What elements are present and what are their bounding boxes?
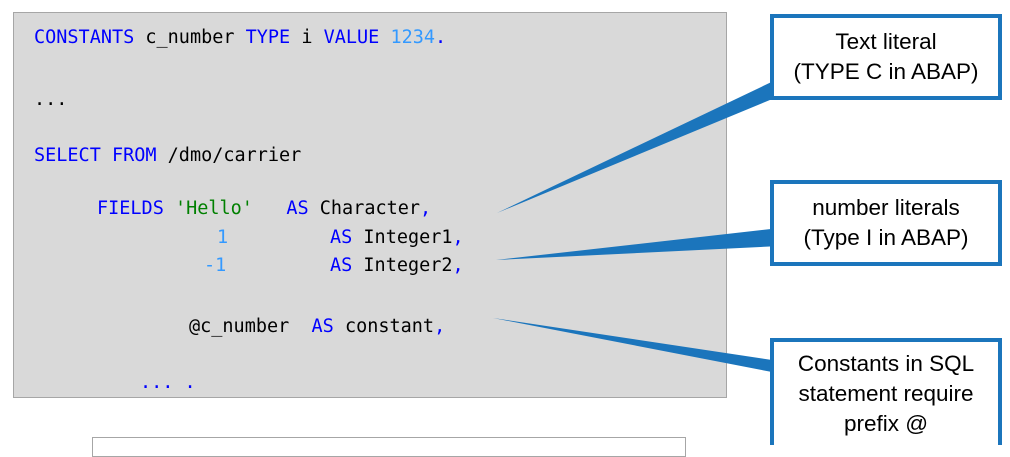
callout-text-literal-line1: Text literal xyxy=(835,29,937,54)
ellipsis: ... xyxy=(34,89,68,110)
code-line-ellipsis: ... xyxy=(34,89,67,111)
code-line-integer2-alias: AS Integer2, xyxy=(330,255,464,277)
code-line-fields: FIELDS 'Hello' AS Character, xyxy=(97,198,431,220)
keyword-as: AS xyxy=(330,255,353,276)
callout-text-literal-line2: (TYPE C in ABAP) xyxy=(793,59,979,84)
callout-constants-line2: statement require xyxy=(798,380,974,406)
comma: , xyxy=(434,316,446,337)
alias-integer1: Integer1 xyxy=(352,227,453,248)
callout-number-literals: number literals (Type I in ABAP) xyxy=(770,180,1002,266)
comma: , xyxy=(420,198,432,219)
callout-leader-lines xyxy=(493,77,782,372)
code-line-integer2: -1 xyxy=(204,255,226,277)
keyword-value: VALUE xyxy=(323,27,380,48)
lower-panel-edge xyxy=(92,437,686,457)
alias-constant: constant xyxy=(333,316,435,337)
identifier-c-number: c_number xyxy=(134,27,246,48)
keyword-from: FROM xyxy=(111,145,157,166)
number-literal-1: 1 xyxy=(217,227,229,248)
type-i: i xyxy=(290,27,324,48)
code-line-constants: CONSTANTS c_number TYPE i VALUE 1234. xyxy=(34,27,446,49)
leader-text-literal xyxy=(497,77,782,213)
callout-constants: Constants in SQL statement require prefi… xyxy=(770,338,1002,445)
callout-number-literals-line1: number literals xyxy=(812,195,960,220)
callout-text-literal: Text literal (TYPE C in ABAP) xyxy=(770,14,1002,100)
keyword-constants: CONSTANTS xyxy=(34,27,135,48)
leader-number-literals xyxy=(496,228,780,260)
keyword-select: SELECT xyxy=(34,145,101,166)
keyword-fields: FIELDS xyxy=(97,198,164,219)
code-panel xyxy=(13,12,727,398)
keyword-as: AS xyxy=(330,227,353,248)
code-line-integer1-alias: AS Integer1, xyxy=(330,227,464,249)
code-line-trailing-ellipsis: ... . xyxy=(140,372,196,394)
comma: , xyxy=(452,227,464,248)
number-literal-minus-1: -1 xyxy=(204,255,227,276)
keyword-type: TYPE xyxy=(245,27,291,48)
period: . xyxy=(435,27,447,48)
callout-constants-line3: prefix @ xyxy=(843,410,929,436)
code-line-integer1: 1 xyxy=(217,227,228,249)
callout-constants-line1: Constants in SQL xyxy=(797,350,975,376)
leader-constants xyxy=(493,318,772,372)
number-literal-1234: 1234 xyxy=(390,27,436,48)
comma: , xyxy=(452,255,464,276)
string-literal-hello: 'Hello' xyxy=(174,198,253,219)
code-line-constant: @c_number AS constant, xyxy=(189,316,445,338)
callout-number-literals-line2: (Type I in ABAP) xyxy=(803,225,969,250)
alias-character: Character xyxy=(308,198,421,219)
code-line-select: SELECT FROM /dmo/carrier xyxy=(34,145,301,167)
alias-integer2: Integer2 xyxy=(352,255,453,276)
keyword-as: AS xyxy=(311,316,334,337)
host-constant-c-number: @c_number xyxy=(189,316,290,337)
trailing-ellipsis: ... . xyxy=(140,372,196,393)
keyword-as: AS xyxy=(286,198,309,219)
table-name: /dmo/carrier xyxy=(156,145,302,166)
